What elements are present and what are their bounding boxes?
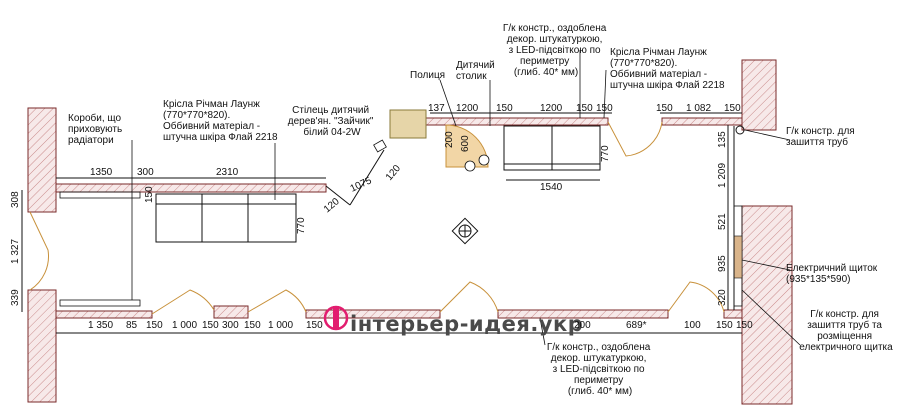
leader-gk-bottom <box>539 317 546 346</box>
dim-120b: 120 <box>384 163 403 183</box>
chairs-right-label: Крісла Річман Лаунж (770*770*820). Оббив… <box>610 47 725 91</box>
dim-300: 300 <box>137 167 154 178</box>
dim-150-top-b: 150 <box>576 103 593 114</box>
dim-bot-689: 689* <box>626 320 647 331</box>
dim-150-top-c: 150 <box>596 103 613 114</box>
dim-150-top-a: 150 <box>496 103 513 114</box>
kids-table-label: Дитячий столик <box>456 60 498 82</box>
dim-bot-150f: 150 <box>736 320 753 331</box>
wall-right-bottom <box>741 205 793 405</box>
radiator-boxes-label: Короби, що приховують радіатори <box>68 112 125 146</box>
dim-2310: 2310 <box>216 167 239 178</box>
gk-top-label: Г/к констр., оздоблена декор. штукатурко… <box>503 22 609 78</box>
gk-bottom-label: Г/к констр., оздоблена декор. штукатурко… <box>547 341 653 397</box>
door-left <box>29 211 49 291</box>
sofa-left <box>155 193 297 243</box>
electric-panel-label: Електричний щиток (935*135*590) <box>786 263 880 285</box>
dim-150-right-b: 150 <box>724 103 741 114</box>
dim-150-right-a: 150 <box>656 103 673 114</box>
kids-chair <box>373 139 387 153</box>
door-top <box>607 121 663 157</box>
radiator-box-bottom <box>59 299 141 307</box>
kids-chair-label: Стілець дитячий дерев'ян. "Зайчик" білий… <box>288 105 376 138</box>
wall-right-top <box>741 59 777 131</box>
dim-770-left: 770 <box>296 217 307 234</box>
door-4 <box>667 281 725 313</box>
shelf-unit <box>389 109 427 139</box>
dim-521: 521 <box>717 213 728 230</box>
wall-bottom-4 <box>497 309 669 319</box>
dim-bot-85: 85 <box>126 320 138 331</box>
chairs-left-label: Крісла Річман Лаунж (770*770*820). Оббив… <box>163 99 278 143</box>
pipe-icon <box>735 125 745 135</box>
dim-770-right: 770 <box>600 145 611 162</box>
sofa-right <box>503 125 601 171</box>
dim-1200a: 1200 <box>456 103 479 114</box>
dim-600-table: 600 <box>460 135 471 152</box>
dim-bot-300: 300 <box>222 320 239 331</box>
dim-1540: 1540 <box>540 182 563 193</box>
dim-bot-150e: 150 <box>716 320 733 331</box>
dim-1350: 1350 <box>90 167 113 178</box>
dim-339: 339 <box>10 289 21 306</box>
dim-bot-150a: 150 <box>146 320 163 331</box>
diag-wall <box>325 185 351 206</box>
watermark: інтерьер-идея.укр <box>350 312 583 336</box>
leader-panel <box>741 259 791 271</box>
door-3 <box>439 281 499 313</box>
kids-table <box>445 124 489 168</box>
dim-bot-100: 100 <box>684 320 701 331</box>
dim-bot-150d: 150 <box>306 320 323 331</box>
wall-left-bottom <box>27 289 57 403</box>
gk-pipes-top-label: Г/к констр. для зашиття труб <box>786 126 857 148</box>
door-1 <box>151 289 215 315</box>
dim-137: 137 <box>428 103 445 114</box>
dim-1200b: 1200 <box>540 103 563 114</box>
dim-1327: 1 327 <box>10 239 21 264</box>
dim-935: 935 <box>717 255 728 272</box>
stool-2 <box>478 154 490 166</box>
dim-bot-150b: 150 <box>202 320 219 331</box>
dim-bot-1000b: 1 000 <box>268 320 293 331</box>
dim-320: 320 <box>717 289 728 306</box>
dim-135: 135 <box>717 131 728 148</box>
dim-150-left: 150 <box>144 186 155 203</box>
dim-bot-150c: 150 <box>244 320 261 331</box>
diag-wall-2 <box>349 149 385 206</box>
dim-1075: 1075 <box>349 175 374 195</box>
compass-diamond-icon <box>451 217 479 245</box>
leader-chairs-right <box>603 69 607 119</box>
radiator-box-top <box>59 191 141 199</box>
interior-idea-logo-icon <box>323 305 349 331</box>
leader-shelf <box>439 79 457 127</box>
dim-bot-1000a: 1 000 <box>172 320 197 331</box>
dim-1082: 1 082 <box>686 103 711 114</box>
wall-top-right-partition <box>661 117 743 126</box>
wall-bottom-2 <box>213 305 249 319</box>
gk-pipes-panel-label: Г/к констр. для зашиття труб та розміщен… <box>799 309 893 353</box>
wall-bottom-1 <box>55 310 153 319</box>
electric-panel <box>733 235 743 279</box>
dim-120a: 120 <box>322 196 342 215</box>
dim-bot-1350: 1 350 <box>88 320 113 331</box>
dim-bot-200: 200 <box>574 320 591 331</box>
dim-1209: 1 209 <box>717 163 728 188</box>
shelf-label: Полиця <box>410 70 445 81</box>
dim-200-shelf: 200 <box>444 131 455 148</box>
stool-1 <box>464 160 476 172</box>
leader-gk-pipes <box>744 129 791 141</box>
wall-bottom-3 <box>305 309 441 319</box>
leader-gk-panel <box>741 289 801 346</box>
door-2 <box>247 289 307 313</box>
dim-308: 308 <box>10 191 21 208</box>
wall-bottom-5 <box>723 309 743 319</box>
wall-left-top <box>27 107 57 213</box>
wall-left-partition <box>55 183 327 193</box>
